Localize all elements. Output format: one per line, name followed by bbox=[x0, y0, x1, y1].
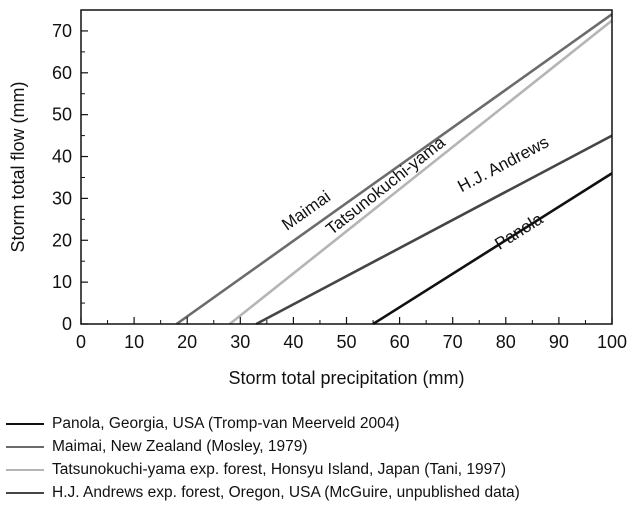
series-label-3: H.J. Andrews bbox=[455, 132, 552, 196]
legend-item: Maimai, New Zealand (Mosley, 1979) bbox=[6, 435, 628, 458]
legend-label: Tatsunokuchi-yama exp. forest, Honsyu Is… bbox=[52, 460, 507, 478]
x-tick-label-1: 10 bbox=[124, 332, 144, 352]
y-tick-label-1: 10 bbox=[52, 272, 72, 292]
x-tick-label-3: 30 bbox=[230, 332, 250, 352]
y-tick-label-5: 50 bbox=[52, 105, 72, 125]
y-tick-label-7: 70 bbox=[52, 21, 72, 41]
y-tick-label-3: 30 bbox=[52, 188, 72, 208]
x-tick-label-10: 100 bbox=[597, 332, 627, 352]
x-tick-label-2: 20 bbox=[177, 332, 197, 352]
legend-swatch bbox=[6, 445, 44, 448]
legend-item: Panola, Georgia, USA (Tromp-van Meerveld… bbox=[6, 412, 628, 435]
legend: Panola, Georgia, USA (Tromp-van Meerveld… bbox=[6, 412, 628, 504]
x-tick-label-9: 90 bbox=[549, 332, 569, 352]
legend-swatch bbox=[6, 422, 44, 425]
series-line-2 bbox=[228, 19, 613, 326]
series-label-2: Tatsunokuchi-yama bbox=[322, 132, 449, 238]
legend-item: Tatsunokuchi-yama exp. forest, Honsyu Is… bbox=[6, 458, 628, 481]
x-tick-label-0: 0 bbox=[76, 332, 86, 352]
y-tick-label-0: 0 bbox=[62, 314, 72, 334]
legend-swatch bbox=[6, 491, 44, 494]
y-axis-title: Storm total flow (mm) bbox=[8, 81, 28, 252]
series-line-3 bbox=[255, 134, 613, 326]
legend-item: H.J. Andrews exp. forest, Oregon, USA (M… bbox=[6, 481, 628, 504]
y-tick-label-4: 40 bbox=[52, 147, 72, 167]
legend-swatch bbox=[6, 468, 44, 471]
legend-label: H.J. Andrews exp. forest, Oregon, USA (M… bbox=[52, 483, 520, 501]
x-axis-title: Storm total precipitation (mm) bbox=[228, 368, 464, 388]
y-tick-label-2: 20 bbox=[52, 230, 72, 250]
series-line-0 bbox=[372, 172, 613, 326]
series-line-1 bbox=[175, 13, 613, 326]
x-tick-label-6: 60 bbox=[390, 332, 410, 352]
x-tick-label-4: 40 bbox=[283, 332, 303, 352]
x-tick-label-7: 70 bbox=[443, 332, 463, 352]
series-label-0: Panola bbox=[491, 209, 546, 254]
y-tick-label-6: 60 bbox=[52, 63, 72, 83]
legend-label: Panola, Georgia, USA (Tromp-van Meerveld… bbox=[52, 414, 400, 432]
x-tick-label-8: 80 bbox=[496, 332, 516, 352]
legend-label: Maimai, New Zealand (Mosley, 1979) bbox=[52, 437, 308, 455]
x-tick-label-5: 50 bbox=[336, 332, 356, 352]
